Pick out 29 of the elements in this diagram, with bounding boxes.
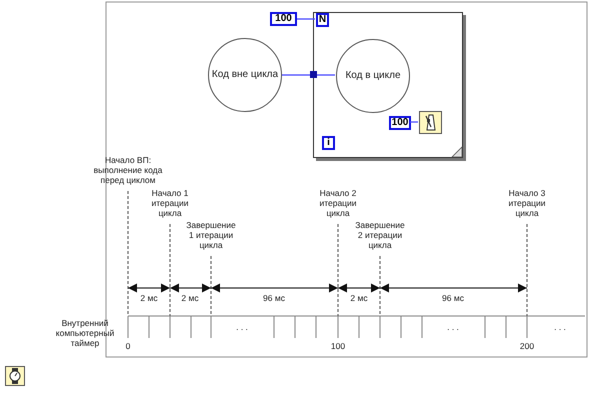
tick-value: 100 bbox=[330, 341, 346, 351]
code-circle: Код вне цикла bbox=[208, 38, 282, 112]
wire bbox=[297, 18, 315, 20]
tick-value: 0 bbox=[124, 341, 132, 351]
duration-label: 2 мс bbox=[139, 293, 159, 303]
timer-label: Внутренний компьютерный таймер bbox=[54, 318, 116, 348]
duration-label: 96 мс bbox=[262, 293, 286, 303]
tick-value: 200 bbox=[518, 341, 536, 351]
event-label: Начало 1 итерации цикла bbox=[150, 188, 190, 218]
event-label: Завершение 2 итерации цикла bbox=[354, 220, 406, 250]
iteration-terminal: i bbox=[322, 136, 335, 150]
duration-label: 2 мс bbox=[349, 293, 369, 303]
constant-terminal: 100 bbox=[270, 12, 297, 26]
ellipsis: . . . bbox=[553, 322, 567, 332]
event-label: Начало 2 итерации цикла bbox=[318, 188, 358, 218]
ellipsis: . . . bbox=[446, 322, 460, 332]
duration-label: 2 мс bbox=[180, 293, 200, 303]
metronome-icon bbox=[419, 111, 442, 134]
event-label: Завершение 1 итерации цикла bbox=[185, 220, 237, 250]
event-label: Начало 3 итерации цикла bbox=[507, 188, 547, 218]
wire bbox=[282, 74, 335, 76]
event-label: Начало ВП: выполнение кода перед циклом bbox=[92, 155, 164, 185]
constant-terminal: 100 bbox=[389, 116, 411, 130]
ellipsis: . . . bbox=[235, 322, 249, 332]
code-circle: Код в цикле bbox=[336, 39, 410, 113]
wire bbox=[410, 121, 418, 123]
count-terminal: N bbox=[316, 13, 329, 27]
duration-label: 96 мс bbox=[441, 293, 465, 303]
loop-frame bbox=[313, 12, 463, 158]
